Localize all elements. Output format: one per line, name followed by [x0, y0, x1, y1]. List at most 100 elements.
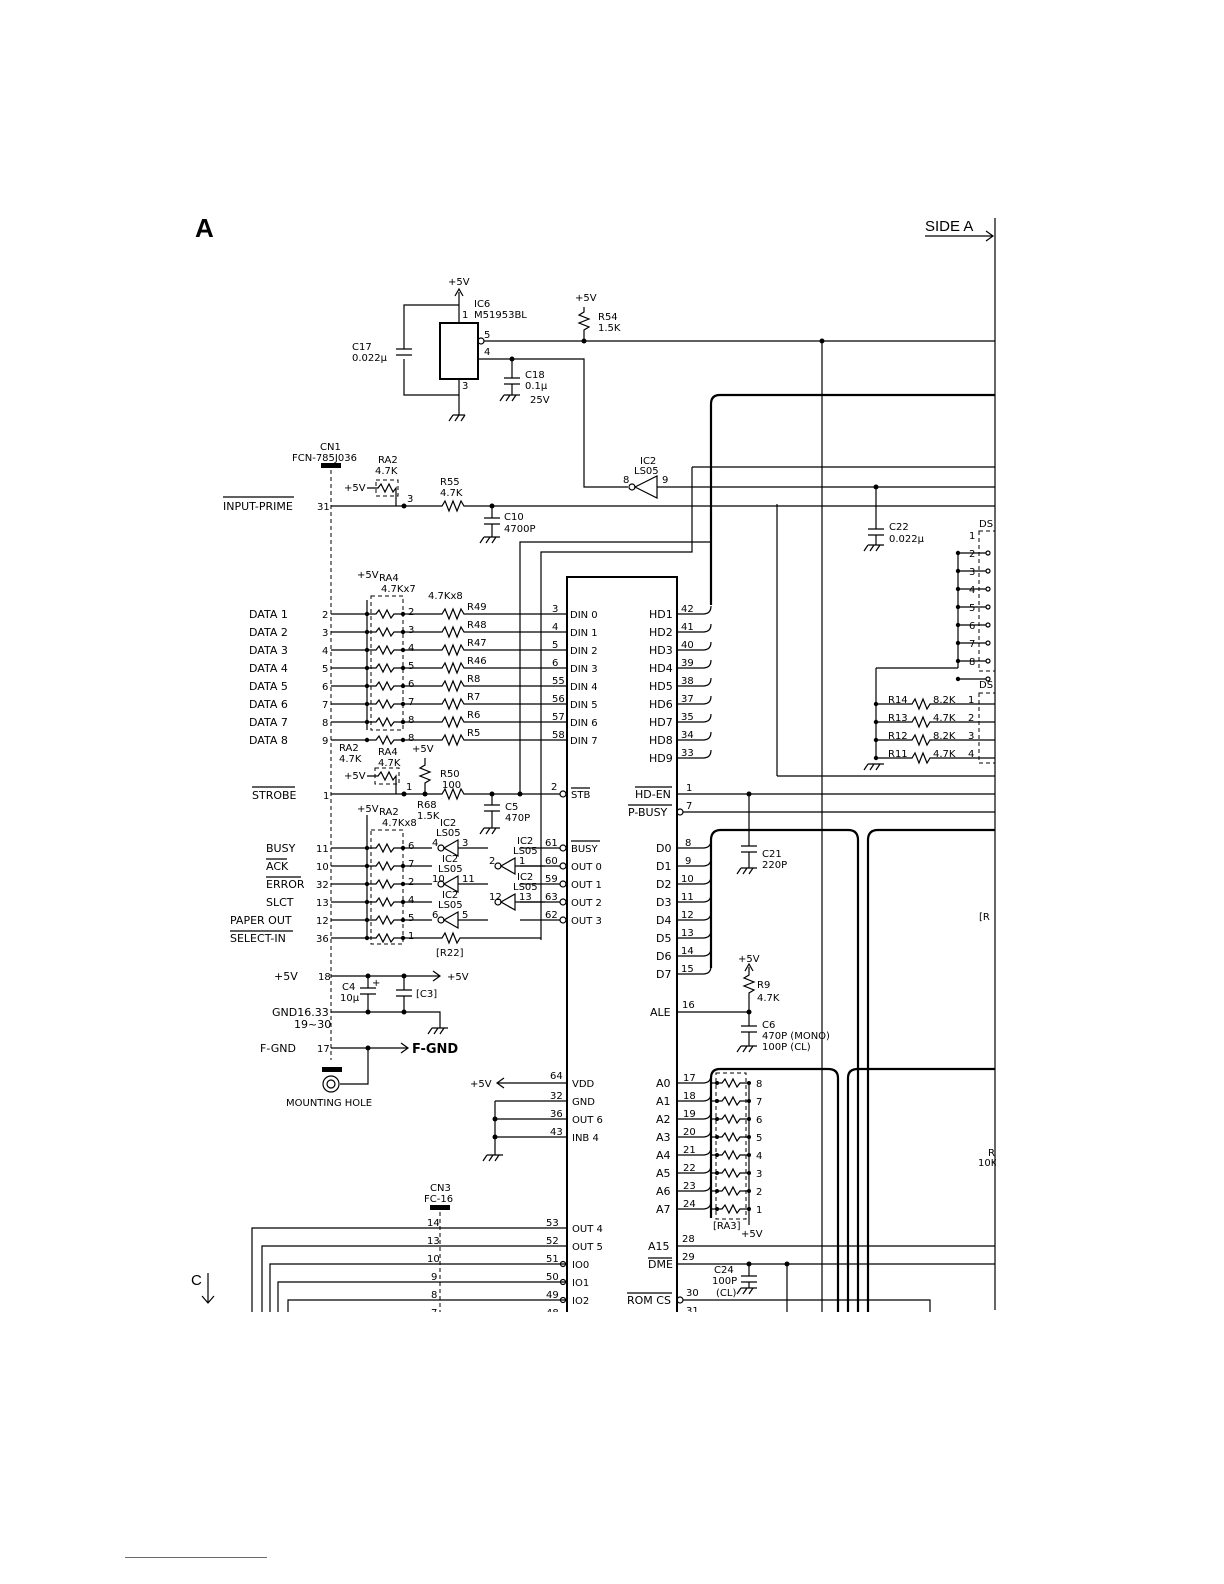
r54-resistor	[577, 307, 591, 341]
d-line-label: D5	[656, 932, 671, 945]
ra2-mid-value: 4.7Kx8	[382, 818, 417, 829]
c18-ref: C18	[525, 370, 545, 381]
a-line-ra-pin: 8	[756, 1079, 762, 1090]
ale-label: ALE	[650, 1006, 671, 1019]
hd-line-wire	[677, 623, 712, 633]
a-bus-2	[846, 1067, 995, 1317]
status-line-cn-pin: 10	[316, 862, 329, 873]
status-line-cn-pin: 12	[316, 916, 329, 927]
ic2-top-pin-in: 8	[623, 475, 629, 486]
junction-dot	[364, 899, 370, 905]
ic6-pin3: 3	[462, 381, 468, 392]
data-line-label: DATA 7	[249, 716, 288, 729]
cn1-part: FCN-785J036	[292, 453, 357, 464]
ale-section: +5V R9 4.7K ALE 16 C6 470P (MONO) 100P (…	[650, 954, 830, 1053]
inverter-gate-icon	[499, 856, 516, 876]
d-line-wire	[677, 857, 712, 867]
ds-pin-number: 3	[969, 567, 975, 578]
c10-value: 4700P	[504, 524, 535, 535]
c22-value: 0.022μ	[889, 534, 925, 545]
vdd-supply: +5V	[470, 1079, 492, 1090]
status-line-wire	[331, 896, 432, 908]
cn3-line-ic-pin: 49	[546, 1290, 559, 1301]
a-line-label: A7	[656, 1203, 671, 1216]
gate-bubble-icon	[494, 898, 502, 906]
hd-line-pin: 41	[681, 622, 694, 633]
a-line-label: A2	[656, 1113, 671, 1126]
p-busy-pin: 7	[686, 801, 692, 812]
d-line-pin: 12	[681, 910, 694, 921]
fgnd-cn-pin: 17	[317, 1044, 330, 1055]
c21-cap	[736, 794, 757, 875]
inverted-pin-icon	[559, 862, 567, 870]
hd-line-pin: 39	[681, 658, 694, 669]
gate-bubble-icon	[494, 862, 502, 870]
a15-label: A15	[648, 1240, 670, 1253]
ic-misc-label: GND	[572, 1097, 595, 1108]
c17-ref: C17	[352, 342, 372, 353]
junction-dot	[364, 935, 370, 941]
data-line-resistor-ref: R47	[467, 638, 487, 649]
d-line-label: D3	[656, 896, 671, 909]
data-line-ic-pin: 57	[552, 712, 565, 723]
data-line-ic-pin: 5	[552, 640, 558, 651]
a-line-ra-pin: 2	[756, 1187, 762, 1198]
r68-ref: R68	[417, 800, 437, 811]
r50-ref: R50	[440, 769, 460, 780]
ra3-array	[715, 1072, 747, 1220]
hd-en-pin: 1	[686, 783, 692, 794]
data-line-wire	[331, 661, 567, 675]
data-line-label: DATA 5	[249, 680, 288, 693]
junction-dot	[400, 899, 406, 905]
hd-line-label: HD3	[649, 644, 673, 657]
ra4-bottom-value: 4.7K	[378, 758, 401, 769]
status-line-resistor-ref: [R22]	[436, 948, 464, 959]
strobe-supply-2: +5V	[344, 771, 366, 782]
status-line-ic-label: OUT 0	[571, 862, 602, 873]
r50-value: 100	[442, 780, 461, 791]
c18-value: 0.1μ	[525, 381, 548, 392]
ra3-supply: +5V	[741, 1229, 763, 1240]
hd-line-pin: 38	[681, 676, 694, 687]
data-line-cn-pin: 6	[322, 682, 328, 693]
ra2-top-value: 4.7K	[375, 466, 398, 477]
a-line-label: A6	[656, 1185, 671, 1198]
data-line-ra-pin: 2	[408, 607, 414, 618]
ra2-mid-supply: +5V	[357, 804, 379, 815]
ds-pin-number: 2	[969, 549, 975, 560]
data-line-din-label: DIN 3	[570, 664, 598, 675]
gate-part: LS05	[438, 864, 463, 875]
junction-dot	[400, 647, 406, 653]
side-a-arrow-icon	[925, 230, 995, 242]
ds-pin-number: 1	[969, 531, 975, 542]
data-line-ra-pin: 8	[408, 733, 414, 744]
ds-pin-number: 6	[969, 621, 975, 632]
c24-value-1: 100P	[712, 1276, 737, 1287]
ds-contact-icon	[985, 658, 991, 664]
address-control: A15 28 DME 29 C24 100P (CL) ROM CS 30 31	[627, 1234, 995, 1317]
cn3-line-wire	[277, 1281, 567, 1317]
ra2-bottom-ref: RA2	[339, 743, 359, 754]
gate-pin-out: 5	[462, 910, 468, 921]
status-line-label: ERROR	[266, 878, 305, 891]
a-line-pin: 23	[683, 1181, 696, 1192]
data-line-cn-pin: 3	[322, 628, 328, 639]
d-line-pin: 9	[685, 856, 691, 867]
hd-line-wire	[677, 659, 712, 669]
status-line-ic-label: BUSY	[571, 844, 599, 855]
cn3-line-wire	[251, 1227, 567, 1317]
cn3-line-ic-pin: 53	[546, 1218, 559, 1229]
hd-line-wire	[677, 731, 712, 741]
footnote-rule	[125, 1557, 267, 1558]
r9-value: 4.7K	[757, 993, 780, 1004]
d-line-label: D0	[656, 842, 671, 855]
c18-rating: 25V	[530, 395, 550, 406]
a-line-ra-pin: 4	[756, 1151, 762, 1162]
data-line-ic-pin: 58	[552, 730, 565, 741]
c6-value-1: 470P (MONO)	[762, 1031, 830, 1042]
inverter-gate-icon	[499, 892, 516, 912]
inverted-pin-icon	[559, 1296, 567, 1304]
fgnd-label: F-GND	[260, 1042, 296, 1055]
ds-contact-icon	[985, 622, 991, 628]
